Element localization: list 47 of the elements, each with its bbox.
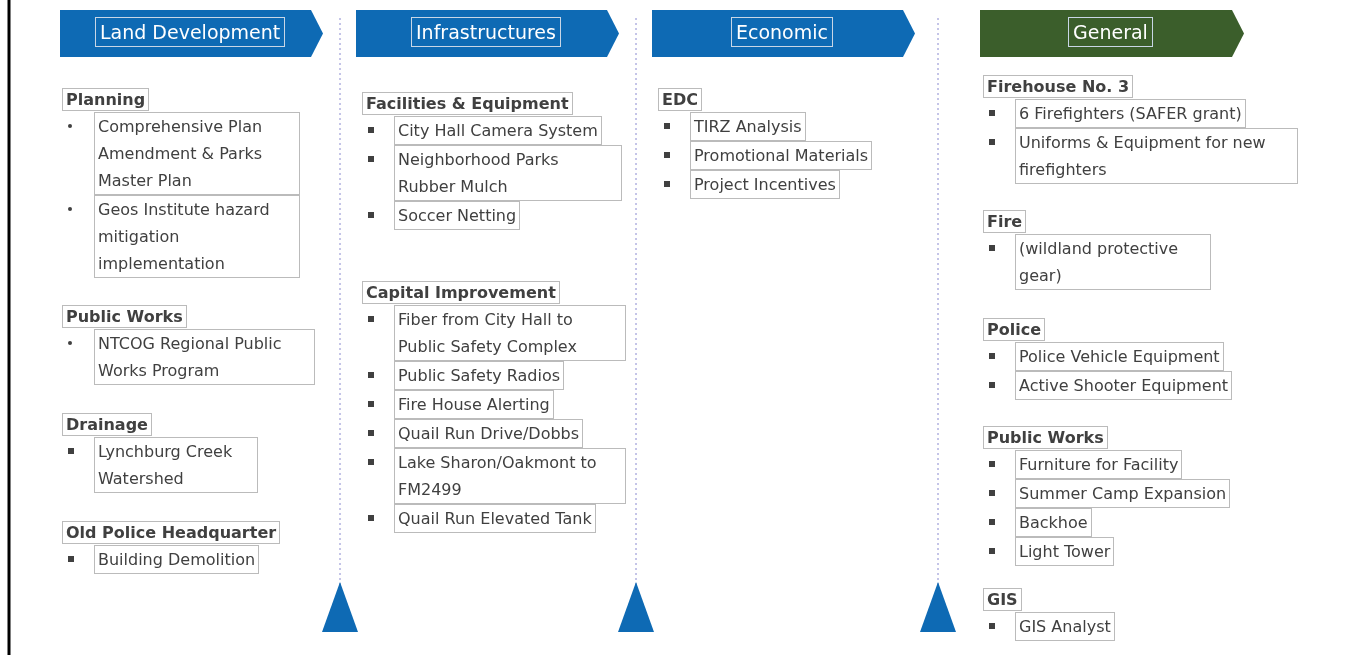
section-heading: Drainage bbox=[62, 413, 152, 436]
chevron-banner bbox=[980, 10, 1244, 57]
list-item: Lake Sharon/Oakmont to FM2499 bbox=[394, 448, 626, 504]
list-item: Active Shooter Equipment bbox=[1015, 371, 1233, 400]
section-heading: Firehouse No. 3 bbox=[983, 75, 1134, 98]
section-heading: Capital Improvement bbox=[362, 281, 560, 304]
list-item: Quail Run Drive/Dobbs bbox=[394, 419, 584, 448]
section-heading: Public Works bbox=[62, 305, 187, 328]
list-item: Public Safety Radios bbox=[394, 361, 564, 390]
list-item: (wildland protective gear) bbox=[1015, 234, 1211, 290]
list-item: Furniture for Facility bbox=[1015, 450, 1183, 479]
column-heading: Land Development bbox=[95, 17, 286, 47]
section-heading: Facilities & Equipment bbox=[362, 92, 573, 115]
section-heading: Police bbox=[983, 318, 1046, 341]
list-item: Fire House Alerting bbox=[394, 390, 554, 419]
list-item: Lynchburg Creek Watershed bbox=[94, 437, 258, 493]
list-item: GIS Analyst bbox=[1015, 612, 1115, 641]
list-item: Light Tower bbox=[1015, 537, 1115, 566]
section-heading: Planning bbox=[62, 88, 150, 111]
column-heading: Infrastructures bbox=[411, 17, 561, 47]
list-item: Quail Run Elevated Tank bbox=[394, 504, 596, 533]
chevron-banner bbox=[652, 10, 915, 57]
column-heading: General bbox=[1068, 17, 1153, 47]
list-item: Project Incentives bbox=[690, 170, 840, 199]
section-heading: GIS bbox=[983, 588, 1022, 611]
column-heading: Economic bbox=[731, 17, 833, 47]
list-item: TIRZ Analysis bbox=[690, 112, 806, 141]
section-heading: Fire bbox=[983, 210, 1027, 233]
list-item: Backhoe bbox=[1015, 508, 1092, 537]
list-item: 6 Firefighters (SAFER grant) bbox=[1015, 99, 1246, 128]
list-item: Comprehensive Plan Amendment & Parks Master Plan bbox=[94, 112, 300, 195]
section-heading: EDC bbox=[658, 88, 702, 111]
list-item: Fiber from City Hall to Public Safety Complex bbox=[394, 305, 626, 361]
chevron-banner bbox=[60, 10, 323, 57]
list-item: NTCOG Regional Public Works Program bbox=[94, 329, 315, 385]
section-heading: Public Works bbox=[983, 426, 1108, 449]
list-item: Summer Camp Expansion bbox=[1015, 479, 1231, 508]
list-item: Police Vehicle Equipment bbox=[1015, 342, 1224, 371]
section-heading: Old Police Headquarter bbox=[62, 521, 281, 544]
chevron-banner bbox=[356, 10, 619, 57]
list-item: Neighborhood Parks Rubber Mulch bbox=[394, 145, 622, 201]
list-item: Uniforms & Equipment for new firefighters bbox=[1015, 128, 1298, 184]
list-item: Promotional Materials bbox=[690, 141, 873, 170]
list-item: Soccer Netting bbox=[394, 201, 521, 230]
list-item: Building Demolition bbox=[94, 545, 260, 574]
list-item: City Hall Camera System bbox=[394, 116, 602, 145]
list-item: Geos Institute hazard mitigation implementation bbox=[94, 195, 300, 278]
